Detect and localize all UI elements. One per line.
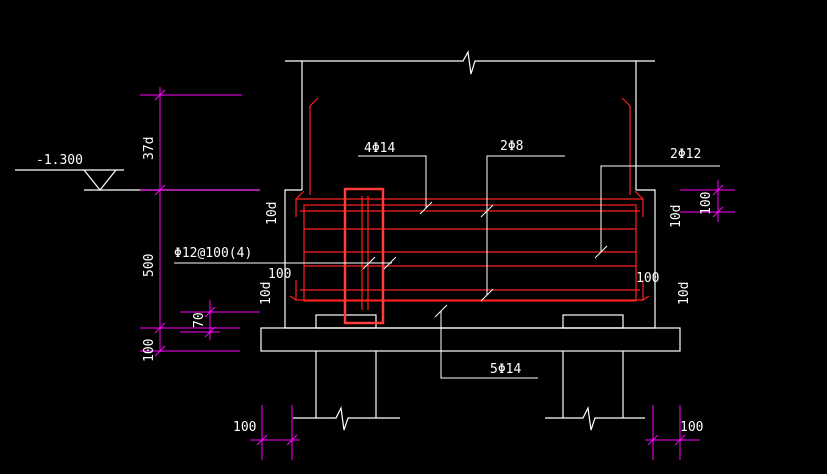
dim-r100-tick-b [712,206,724,218]
hook-right-top [634,190,644,200]
leader-2phi8 [486,155,565,295]
dim-r100-tick-a [712,184,724,196]
label-5phi14: 5Φ14 [490,362,521,377]
dim-tick-4 [154,345,166,357]
label-2phi12: 2Φ12 [670,147,701,162]
tick-5phi14 [434,304,448,318]
dim-br-tick-b [674,434,686,446]
dim-tick-2 [154,184,166,196]
column-bar-left [309,97,319,195]
label-2phi8: 2Φ8 [500,139,523,154]
tick-2phi8-b [480,288,494,302]
dim-bl-tick-b [286,434,298,446]
dim-br-tick-a [647,434,659,446]
label-hook-right-100: 100 [636,271,659,286]
stirrup [303,204,637,302]
top-bar-1 [295,198,644,217]
tick-stirrup-a [362,256,376,270]
dim-tick-3 [154,322,166,334]
leader-2phi12 [600,165,720,252]
tick-stirrup-b [383,256,397,270]
dim-70-tick-a [204,306,216,318]
label-10d-left-top: 10d [265,202,280,225]
label-bottom-left-100: 100 [233,420,256,435]
pile-right-break-line [545,405,645,431]
label-10d-right-top: 10d [669,205,684,228]
label-10d-left-bottom: 10d [259,282,274,305]
tick-2phi8-a [480,204,494,218]
dimension-lines [140,87,735,460]
elevation-triangle [83,169,117,191]
tick-4phi14 [419,201,433,215]
column-top-break-line [285,50,655,75]
label-bottom-right-100: 100 [680,420,703,435]
dim-70-tick-b [204,326,216,338]
hook-right-bottom [642,295,650,301]
pile-left-break-line [293,405,400,431]
dim-bl-tick-a [256,434,268,446]
label-500: 500 [142,254,157,277]
base-slab [260,327,681,352]
leader-5phi14 [440,311,538,379]
hook-left-bottom [289,295,297,301]
tick-2phi12 [594,245,608,259]
pile-cap-right [562,314,624,329]
bottom-bar-2 [295,280,644,301]
label-37d: 37d [142,137,157,160]
label-base-100: 100 [142,339,157,362]
elevation-label: -1.300 [36,153,83,168]
highlight-box[interactable] [343,187,385,325]
column-bar-right [621,97,631,195]
label-4phi14: 4Φ14 [364,141,395,156]
label-stirrup: Φ12@100(4) [174,246,252,261]
concrete-outline [15,50,681,431]
leader-lines [174,155,720,379]
label-right-100: 100 [699,192,714,215]
rebar-group [289,97,650,310]
label-70: 70 [192,312,207,328]
leader-4phi14 [358,155,427,208]
label-10d-right-bottom: 10d [677,282,692,305]
dim-tick-1 [154,89,166,101]
label-hook-left-100: 100 [268,267,291,282]
hook-left-top [295,190,305,200]
